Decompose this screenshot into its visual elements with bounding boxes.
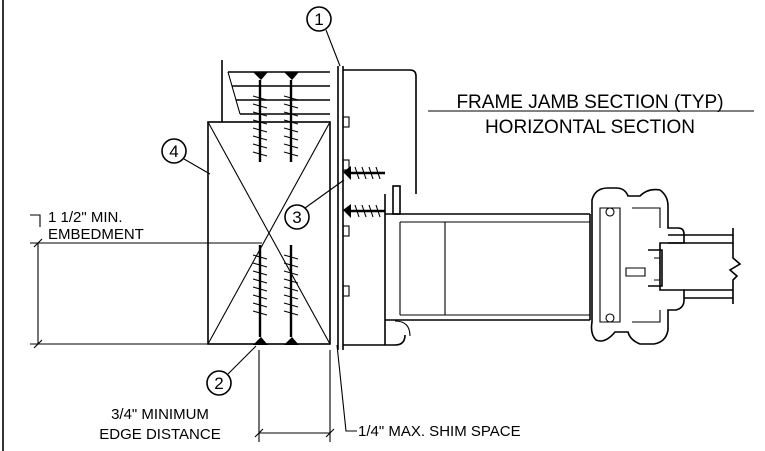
callout-4-number: 4: [169, 142, 178, 161]
upper-boards: [221, 60, 330, 122]
callout-1: 1: [306, 6, 341, 67]
break-line: [728, 228, 742, 304]
callout-3-number: 3: [292, 208, 301, 227]
title-line-1: FRAME JAMB SECTION (TYP): [456, 92, 723, 113]
wood-buck: [207, 121, 331, 345]
glazing: [668, 228, 742, 304]
jamb-screws: [343, 166, 385, 218]
edge-distance-label-line-1: 3/4" MINIMUM: [111, 406, 209, 423]
edge-distance-dimension: [254, 350, 335, 442]
embedment-label-line-2: EMBEDMENT: [48, 226, 144, 243]
screw-upper-right: [283, 72, 299, 162]
callout-1-leader: [325, 29, 341, 67]
title-line-2: HORIZONTAL SECTION: [485, 117, 695, 138]
callout-2-leader: [227, 345, 257, 375]
lower-screws: [252, 245, 299, 345]
screw-jamb-lower: [343, 204, 385, 218]
screw-upper-left: [252, 72, 268, 162]
shim-space-leader: [336, 344, 357, 432]
screw-jamb-upper: [343, 166, 385, 180]
callout-1-number: 1: [314, 10, 323, 29]
embedment-label-line-1: 1 1/2" MIN.: [48, 209, 123, 226]
window-sash: [385, 185, 591, 321]
callout-4: 4: [161, 138, 211, 175]
upper-screws: [252, 72, 299, 162]
sash-extrusion-profile: [590, 187, 685, 345]
shim-space-label: 1/4" MAX. SHIM SPACE: [358, 423, 521, 440]
screw-lower-left: [252, 245, 268, 345]
edge-distance-label-line-2: EDGE DISTANCE: [99, 426, 220, 443]
callout-3-leader: [304, 179, 345, 209]
embedment-dimension: [30, 214, 262, 349]
screw-lower-right: [283, 245, 299, 345]
callout-4-leader: [183, 158, 211, 175]
callout-2-number: 2: [214, 374, 223, 393]
callout-3: 3: [284, 179, 345, 230]
callout-2: 2: [206, 345, 257, 396]
